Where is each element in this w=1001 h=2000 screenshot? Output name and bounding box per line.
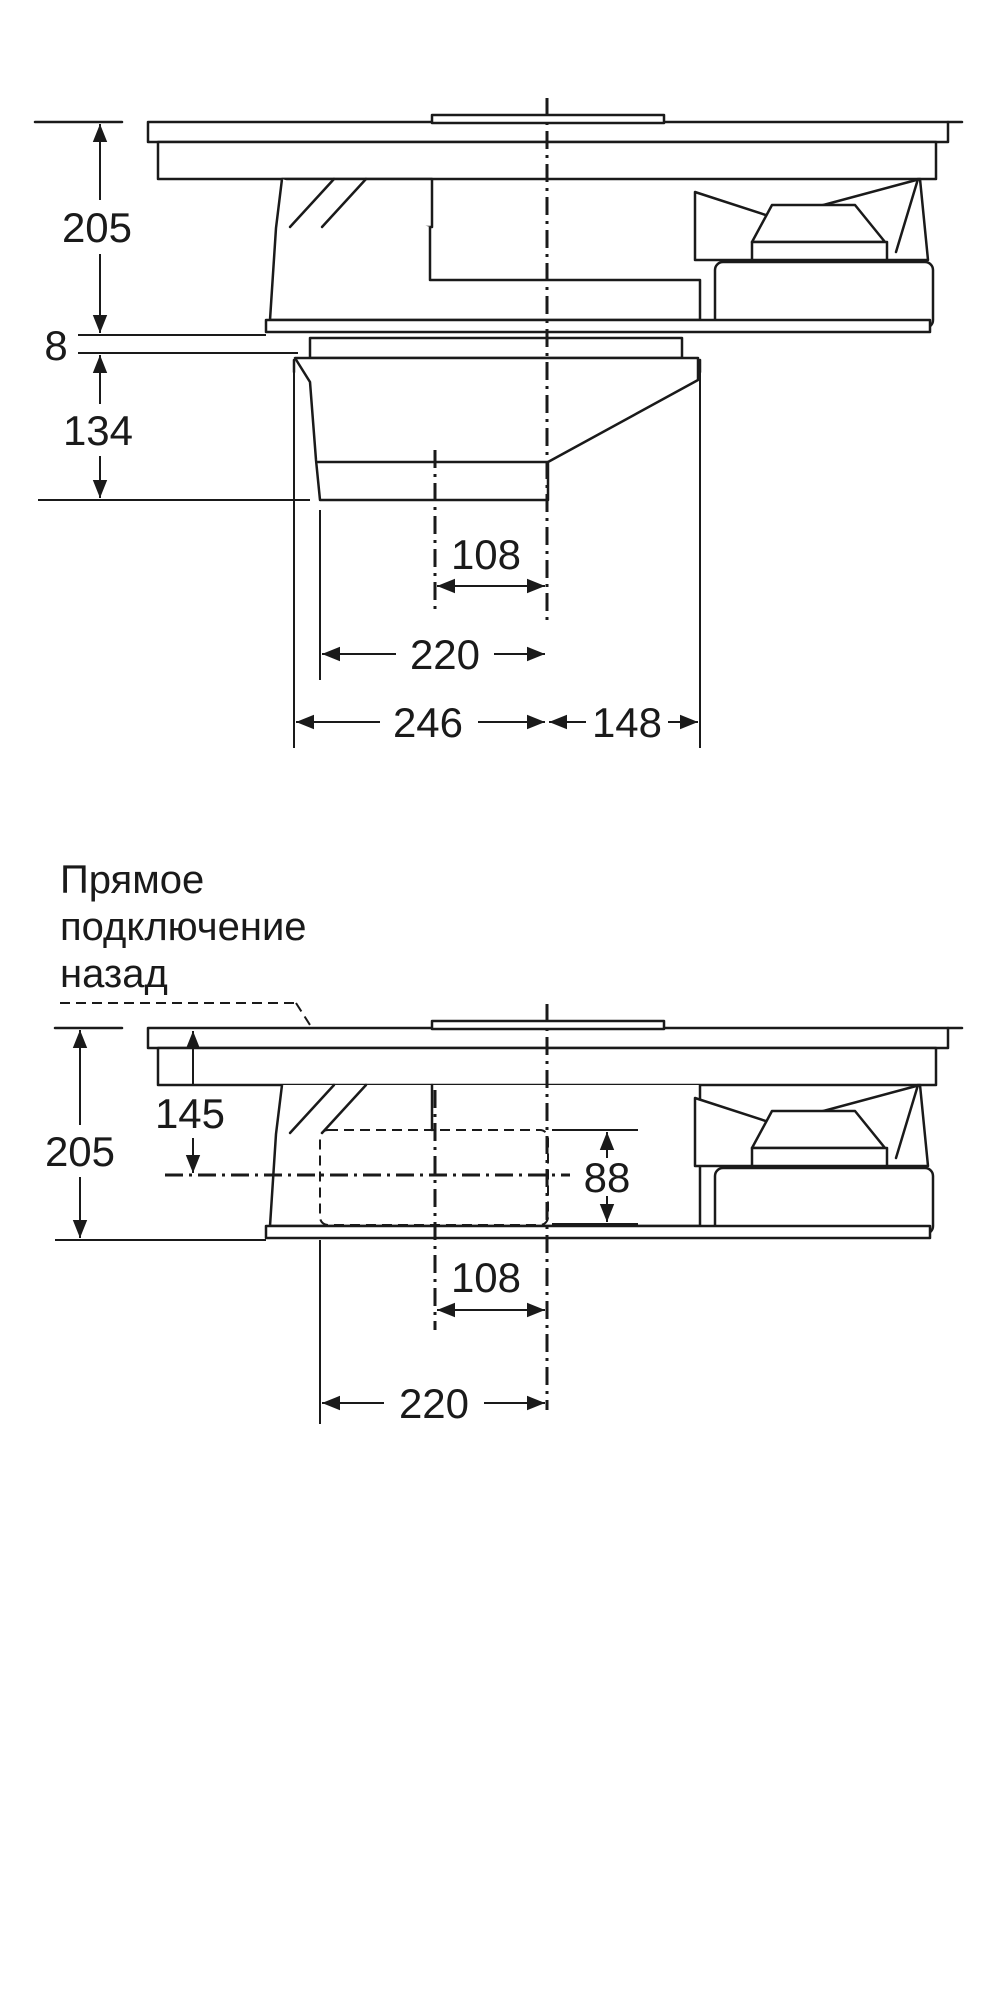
top-dim-246-label: 246 [393,699,463,746]
top-dim-108-label: 108 [451,531,521,578]
bottom-view: Прямое подключение назад [36,858,964,1427]
bottom-strut-2 [320,1083,368,1135]
note-line-3: назад [60,952,168,996]
top-base-plate [264,318,932,334]
bottom-dim-88-label: 88 [584,1154,631,1201]
top-dim-220-label: 220 [410,631,480,678]
top-burner-base [750,240,889,262]
bottom-glass-panel [430,1019,666,1031]
note-line-1: Прямое [60,858,204,902]
bottom-dim-145-label: 145 [155,1090,225,1137]
top-dim-205-label: 205 [62,204,132,251]
bottom-burner-base [750,1146,889,1168]
bottom-dim-108-label: 108 [451,1254,521,1301]
bottom-left-body [268,1084,702,1228]
bottom-burner-pan [713,1166,935,1236]
top-glass-panel [430,113,666,125]
top-dim-134-label: 134 [63,407,133,454]
top-strut-2 [320,177,368,229]
bottom-base-plate [264,1224,932,1240]
top-strut-1 [288,177,336,229]
bottom-dim-205-label: 205 [45,1128,115,1175]
bottom-burner-strut [894,1083,920,1160]
top-left-body [268,178,702,322]
note-line-2: подключение [60,905,307,949]
top-duct-box [293,356,700,502]
bottom-strut-1 [288,1083,336,1135]
top-view: 205 8 134 108 220 246 148 [33,98,964,748]
top-burner-strut [894,177,920,254]
top-dim-148-label: 148 [592,699,662,746]
top-dim-8-label: 8 [44,322,67,369]
top-connector-ring [308,336,684,360]
bottom-dim-220-label: 220 [399,1380,469,1427]
top-burner-pan [713,260,935,330]
